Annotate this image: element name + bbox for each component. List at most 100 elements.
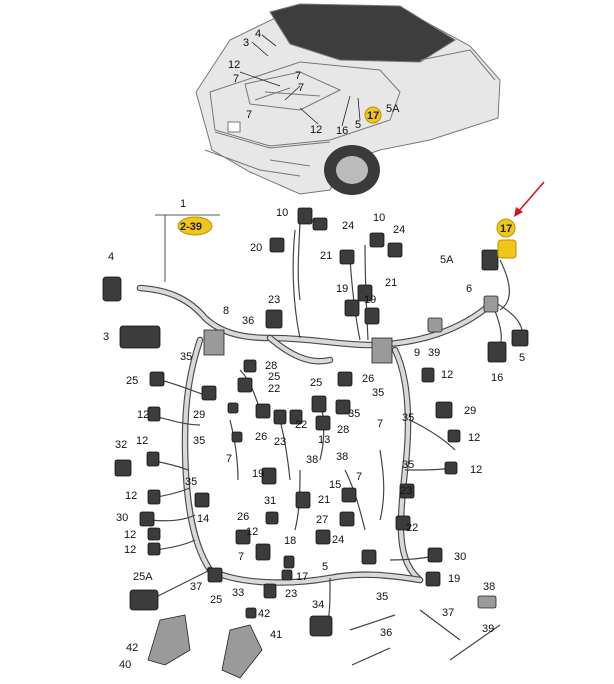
callout-34: 34 xyxy=(312,599,324,611)
connectors xyxy=(102,207,529,679)
callout-23: 23 xyxy=(285,588,297,600)
callout-29: 29 xyxy=(193,409,205,421)
callout-12: 12 xyxy=(136,435,148,447)
module-34 xyxy=(309,615,333,637)
callout-12: 12 xyxy=(124,529,136,541)
bracket-40 xyxy=(147,614,191,666)
arrow-head-icon xyxy=(514,207,523,217)
connector-7c xyxy=(231,431,243,443)
connector-23c xyxy=(399,483,415,499)
callout-42: 42 xyxy=(126,642,138,654)
callout-12: 12 xyxy=(125,490,137,502)
callout-37: 37 xyxy=(190,581,202,593)
car-callouts: 3 4 12 7 7 7 7 12 16 5 5A 17 xyxy=(228,28,400,137)
callout-40: 40 xyxy=(119,659,131,671)
grommet-9 xyxy=(371,337,393,364)
callout-5: 5 xyxy=(519,352,525,364)
cable-tie-36 xyxy=(351,647,391,666)
connector-26b xyxy=(255,403,271,419)
connector-7b xyxy=(227,402,239,414)
callout-25: 25 xyxy=(268,371,280,383)
callout-2-39-badge: 2-39 xyxy=(180,221,202,233)
callout-36: 36 xyxy=(242,315,254,327)
module-25a xyxy=(129,589,159,611)
callout-6: 6 xyxy=(466,283,472,295)
callout-23: 23 xyxy=(268,294,280,306)
connector-22 xyxy=(289,409,303,425)
connector-12e xyxy=(147,542,161,556)
connector-29b xyxy=(435,401,453,419)
callout-3: 3 xyxy=(103,331,109,343)
callout-30: 30 xyxy=(454,551,466,563)
callout-35: 35 xyxy=(180,351,192,363)
callout-38: 38 xyxy=(306,454,318,466)
callout-25: 25 xyxy=(126,375,138,387)
callout-33: 33 xyxy=(232,587,244,599)
callout-42: 42 xyxy=(258,608,270,620)
callout-12: 12 xyxy=(310,124,322,136)
callout-4: 4 xyxy=(255,28,261,40)
connector-18 xyxy=(283,555,295,569)
connector-12c xyxy=(147,489,161,505)
connector-28b xyxy=(243,359,257,373)
callout-30: 30 xyxy=(116,512,128,524)
pointer-arrow xyxy=(517,181,545,213)
callout-35: 35 xyxy=(376,591,388,603)
connector-12g xyxy=(447,429,461,443)
callout-35: 35 xyxy=(372,387,384,399)
connector-28a xyxy=(335,399,351,415)
connector-7a xyxy=(255,543,271,561)
connector-12a xyxy=(147,406,161,422)
connector-17-highlighted xyxy=(497,239,517,259)
connector-29a xyxy=(201,385,217,401)
callout-24: 24 xyxy=(332,534,344,546)
callout-13: 13 xyxy=(318,434,330,446)
callout-22: 22 xyxy=(295,419,307,431)
callout-12: 12 xyxy=(470,464,482,476)
connector-13 xyxy=(315,415,331,431)
callout-19: 19 xyxy=(336,283,348,295)
callout-7: 7 xyxy=(377,418,383,430)
callout-12: 12 xyxy=(468,432,480,444)
clip-37 xyxy=(419,609,461,641)
callout-15: 15 xyxy=(329,479,341,491)
connector-19c xyxy=(261,467,277,485)
callout-35: 35 xyxy=(402,459,414,471)
callout-19: 19 xyxy=(252,468,264,480)
callout-28: 28 xyxy=(265,360,277,372)
callout-7: 7 xyxy=(295,70,301,82)
connector-30b xyxy=(427,547,443,563)
connector-32 xyxy=(114,459,132,477)
connector-25c xyxy=(311,395,327,413)
grommet-6 xyxy=(483,295,499,313)
connector-19b xyxy=(364,307,380,325)
connector-12i xyxy=(265,511,279,525)
connector-5a xyxy=(481,249,499,271)
cable-tie-35 xyxy=(349,614,396,631)
callout-21: 21 xyxy=(385,277,397,289)
connector-24c xyxy=(315,529,331,545)
connector-21a xyxy=(339,249,355,265)
callout-22: 22 xyxy=(268,383,280,395)
callout-23: 23 xyxy=(274,436,286,448)
callout-5a: 5A xyxy=(440,254,454,266)
callout-35: 35 xyxy=(193,435,205,447)
callout-24: 24 xyxy=(393,224,405,236)
bracket-41 xyxy=(221,624,263,679)
connector-5 xyxy=(511,329,529,347)
callout-5a: 5A xyxy=(386,103,400,115)
callout-39: 39 xyxy=(482,623,494,635)
callout-37: 37 xyxy=(442,607,454,619)
callout-3: 3 xyxy=(243,37,249,49)
module-3 xyxy=(119,325,161,349)
callout-5: 5 xyxy=(355,119,361,131)
connector-26c xyxy=(337,371,353,387)
connector-25a xyxy=(149,371,165,387)
callout-25a: 25A xyxy=(133,571,153,583)
callout-17-badge: 17 xyxy=(500,223,512,235)
connector-21b xyxy=(357,284,373,302)
callout-21: 21 xyxy=(320,250,332,262)
connector-26a xyxy=(235,529,251,545)
callout-16: 16 xyxy=(491,372,503,384)
